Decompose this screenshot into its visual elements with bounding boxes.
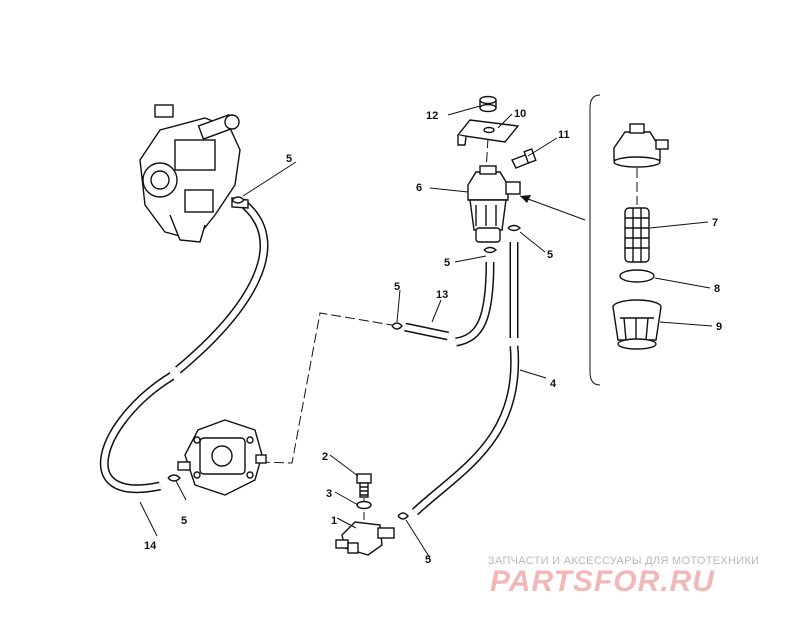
inset-arrow [519,195,586,221]
callout-11: 11 [558,129,570,141]
screw [511,148,537,169]
callout-5-filter-left: 5 [444,257,450,269]
callout-5-hose13: 5 [394,281,400,293]
callout-1: 1 [331,515,337,527]
callout-9: 9 [716,321,722,333]
callout-5-carb: 5 [286,153,292,165]
o-ring [619,269,655,283]
strainer [624,207,650,263]
carburetor [139,104,249,243]
fitting [335,521,395,556]
fuel-filter [467,165,521,243]
callout-5-filter-right: 5 [547,249,553,261]
callout-4: 4 [550,378,557,390]
filter-bowl [612,299,662,350]
callout-6: 6 [416,182,422,194]
callout-3: 3 [326,488,332,500]
clamps [167,196,522,520]
washer [356,500,372,510]
leader-lines [139,105,713,559]
callout-labels: 1 2 3 4 5 5 5 5 5 5 6 7 8 9 10 11 12 13 … [144,108,722,566]
arrow-head [520,195,531,203]
hose-14 [99,201,269,494]
hose-13 [404,261,495,347]
callout-2: 2 [322,451,328,463]
watermark: ЗАПЧАСТИ И АКСЕССУАРЫ ДЛЯ МОТОТЕХНИКИ PA… [488,555,759,598]
hose-4 [411,242,520,516]
watermark-tagline: ЗАПЧАСТИ И АКСЕССУАРЫ ДЛЯ МОТОТЕХНИКИ [488,555,759,567]
fuel-pump [177,419,267,496]
callout-12: 12 [426,110,438,122]
callout-8: 8 [714,283,720,295]
filter-head [613,123,669,168]
grommet [479,95,497,113]
watermark-brand: PARTSFOR.RU [490,565,715,598]
callout-13: 13 [436,289,448,301]
routing-line [259,312,399,464]
callout-14: 14 [144,540,157,552]
bolt [356,473,372,498]
callout-5-fitting: 5 [425,554,431,566]
callout-5-pump: 5 [181,515,187,527]
inset-bracket [589,94,601,386]
callout-10: 10 [514,108,526,120]
callout-7: 7 [712,217,718,229]
bracket [456,119,520,146]
